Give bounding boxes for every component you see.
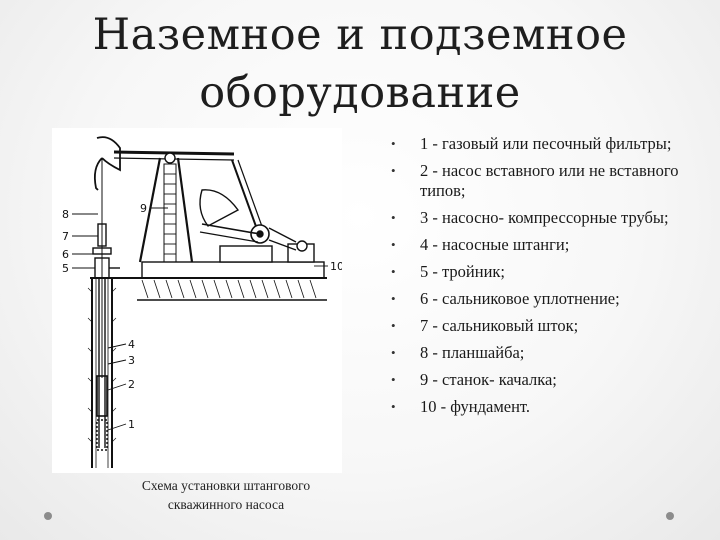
bullet-icon: • — [391, 318, 396, 333]
callout-label: 9 — [140, 202, 147, 215]
bullet-icon: • — [391, 136, 396, 151]
callout-label: 7 — [62, 230, 69, 243]
diagram-caption-line-1: Схема установки штангового — [141, 478, 311, 493]
legend-item-text: 9 - станок- качалка; — [420, 370, 557, 389]
bullet-icon: • — [391, 163, 396, 178]
callout-label: 4 — [128, 338, 135, 351]
bullet-icon: • — [391, 372, 396, 387]
legend-item: • 4 - насосные штанги; — [388, 235, 706, 255]
legend-item-text: 7 - сальниковый шток; — [420, 316, 579, 335]
legend-item-text: 6 - сальниковое уплотнение; — [420, 289, 620, 308]
bullet-icon: • — [391, 210, 396, 225]
callout-label: 1 — [128, 418, 135, 431]
legend-item: • 6 - сальниковое уплотнение; — [388, 289, 706, 309]
legend-item: • 5 - тройник; — [388, 262, 706, 282]
legend-item-text: 4 - насосные штанги; — [420, 235, 570, 254]
legend-item: • 2 - насос вставного или не вставного ти… — [388, 161, 706, 201]
legend-item: • 1 - газовый или песочный фильтры; — [388, 134, 706, 154]
legend-item: • 7 - сальниковый шток; — [388, 316, 706, 336]
bullet-icon: • — [391, 399, 396, 414]
slide-title-line-2: оборудование — [199, 68, 521, 118]
legend-item: • 9 - станок- качалка; — [388, 370, 706, 390]
slide-title: Наземное и подземное оборудование — [40, 6, 680, 122]
callout-label: 2 — [128, 378, 135, 391]
legend-item-text: 1 - газовый или песочный фильтры; — [420, 134, 672, 153]
slide-decoration-dot — [44, 512, 52, 520]
bullet-icon: • — [391, 345, 396, 360]
legend-item-text: 10 - фундамент. — [420, 397, 531, 416]
bullet-icon: • — [391, 291, 396, 306]
callout-label: 3 — [128, 354, 135, 367]
callout-label: 6 — [62, 248, 69, 261]
legend-list: • 1 - газовый или песочный фильтры; • 2 - … — [388, 134, 706, 424]
pump-installation-diagram: 8 7 6 5 9 10 4 3 2 1 — [52, 128, 342, 473]
bullet-icon: • — [391, 264, 396, 279]
bullet-icon: • — [391, 237, 396, 252]
legend-item-text: 8 - планшайба; — [420, 343, 525, 362]
legend-item-text: 5 - тройник; — [420, 262, 505, 281]
legend-item: • 10 - фундамент. — [388, 397, 706, 417]
slide-decoration-dot — [666, 512, 674, 520]
callout-label: 10 — [330, 260, 342, 273]
slide-title-line-1: Наземное и подземное — [92, 10, 628, 60]
diagram-caption: Схема установки штангового скважинного н… — [92, 476, 360, 514]
callout-label: 8 — [62, 208, 69, 221]
diagram-caption-line-2: скважинного насоса — [167, 497, 285, 512]
legend-item-text: 2 - насос вставного или не вставного тип… — [420, 161, 679, 200]
legend-item-text: 3 - насосно- компрессорные трубы; — [420, 208, 669, 227]
legend-item: • 8 - планшайба; — [388, 343, 706, 363]
legend-item: • 3 - насосно- компрессорные трубы; — [388, 208, 706, 228]
callout-label: 5 — [62, 262, 69, 275]
diagram-drawing: 8 7 6 5 9 10 4 3 2 1 — [62, 136, 342, 468]
